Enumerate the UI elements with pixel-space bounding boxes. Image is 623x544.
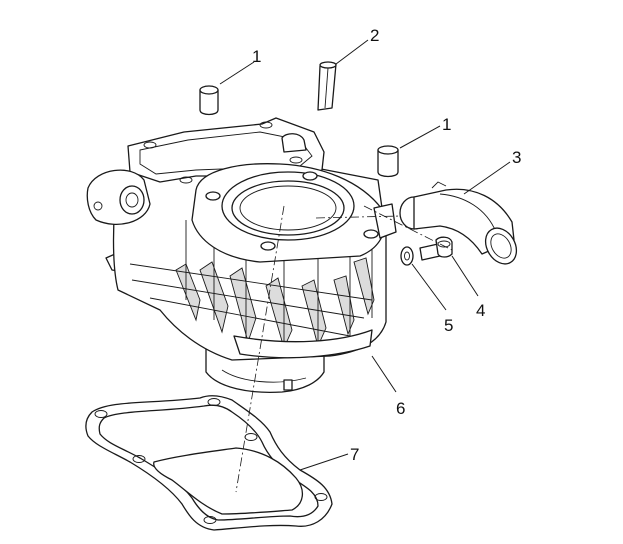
- leader-7: [299, 453, 349, 471]
- callout-1-left: 1: [252, 47, 261, 66]
- center-lines: [235, 205, 453, 493]
- callout-3: 3: [512, 148, 521, 167]
- dowel-pin-upper-left: [199, 85, 219, 116]
- cylinder-block: [86, 117, 397, 394]
- callout-4: 4: [476, 301, 485, 320]
- callout-labels: 1 2 1 3 4 5 6 7: [252, 26, 521, 464]
- callout-6: 6: [396, 399, 405, 418]
- intake-elbow: [399, 181, 518, 265]
- leader-6: [371, 355, 397, 393]
- washer: [400, 246, 414, 266]
- callout-2: 2: [370, 26, 379, 45]
- leader-2: [335, 39, 369, 65]
- leader-1-right: [399, 125, 441, 149]
- stud-pin: [317, 61, 337, 111]
- dowel-pin-upper-right: [377, 145, 399, 178]
- leader-lines: [219, 39, 511, 471]
- bolt: [419, 236, 453, 261]
- leader-3: [463, 161, 511, 195]
- base-gasket: [85, 395, 333, 531]
- leader-1-left: [219, 61, 255, 85]
- leader-4: [451, 255, 479, 297]
- callout-5: 5: [444, 316, 453, 335]
- callout-7: 7: [350, 445, 359, 464]
- callout-1-right: 1: [442, 115, 451, 134]
- leader-5: [411, 263, 447, 311]
